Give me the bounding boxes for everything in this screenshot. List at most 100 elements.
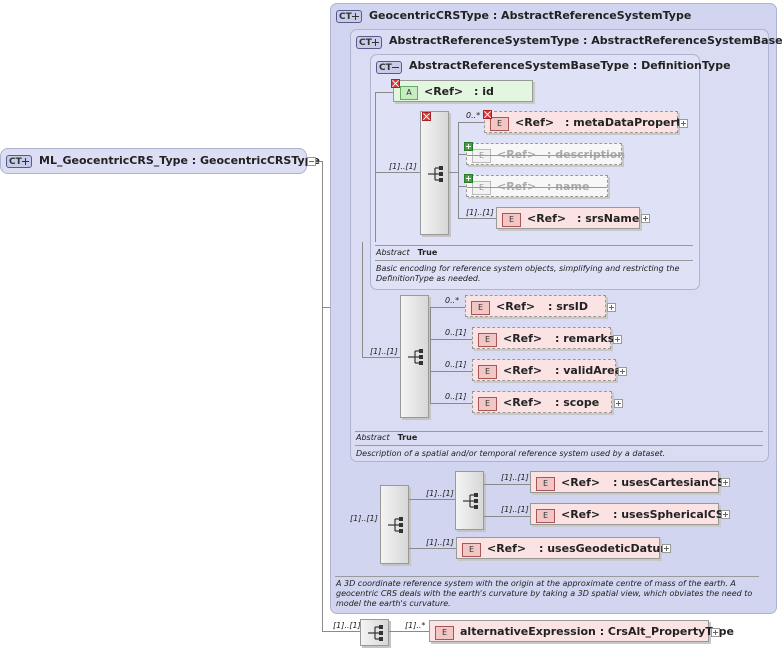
element-name: : srsName [577, 212, 640, 225]
connector [375, 92, 376, 242]
connector [430, 339, 472, 340]
connector [362, 357, 400, 358]
element-usescartesiancs[interactable]: E <Ref> : usesCartesianCS [530, 471, 725, 493]
prop-separator [355, 431, 763, 432]
connector [409, 499, 455, 500]
element-ref: <Ref> [496, 300, 536, 313]
complex-type-badge: CT [376, 61, 402, 74]
element-cardinality: [1]..[1] [501, 505, 529, 514]
element-validarea[interactable]: E <Ref> : validArea [472, 359, 622, 381]
added-icon [464, 142, 473, 151]
abstract-reference-system-base-type-title: AbstractReferenceSystemBaseType : Defini… [409, 59, 731, 72]
abstract-reference-system-type-doc: Description of a spatial and/or temporal… [356, 449, 666, 458]
element-cardinality: 0..* [466, 111, 481, 120]
element-badge: E [502, 213, 521, 227]
root-complex-type-box[interactable]: CT ML_GeocentricCRS_Type : GeocentricCRS… [0, 148, 320, 174]
strike-line [467, 155, 621, 156]
prop-separator [375, 245, 693, 246]
element-srsid[interactable]: E <Ref> : srsID [465, 295, 606, 317]
connector [389, 631, 429, 632]
sequence-compositor[interactable] [380, 485, 409, 564]
element-ref: <Ref> [487, 542, 527, 555]
prohibited-icon [391, 79, 400, 88]
element-alternativeexpression[interactable]: E alternativeExpression : CrsAlt_Propert… [429, 620, 734, 642]
element-usessphericalcs[interactable]: E <Ref> : usesSphericalCS [530, 503, 724, 525]
element-cardinality: [1]..* [405, 621, 426, 630]
expand-toggle[interactable] [662, 544, 671, 553]
element-ref: <Ref> [515, 116, 555, 129]
choice-cardinality: [1]..[1] [426, 489, 454, 498]
collapse-toggle[interactable] [307, 157, 316, 166]
element-srsname[interactable]: E <Ref> : srsName [496, 207, 640, 229]
attribute-badge: A [400, 86, 418, 100]
root-type-name: ML_GeocentricCRS_Type : GeocentricCRSTyp… [39, 154, 321, 167]
connector [362, 242, 363, 357]
sequence-compositor[interactable] [420, 111, 449, 235]
element-description[interactable]: E <Ref> : description [466, 143, 625, 165]
abstract-reference-system-base-type-doc: Basic encoding for reference system obje… [376, 264, 680, 283]
element-badge: E [435, 626, 454, 640]
sequence-cardinality: [1]..[1] [389, 162, 417, 171]
element-name[interactable]: E <Ref> : name [466, 175, 608, 197]
element-ref: <Ref> [527, 212, 567, 225]
expand-toggle[interactable] [613, 335, 622, 344]
connector [458, 122, 484, 123]
geocentric-crs-type-title: GeocentricCRSType : AbstractReferenceSys… [369, 9, 692, 22]
element-name: : srsID [548, 300, 588, 313]
expand-toggle[interactable] [607, 303, 616, 312]
sequence-icon [388, 517, 403, 533]
element-cardinality: [1]..[1] [466, 208, 494, 217]
element-ref: <Ref> [561, 476, 601, 489]
sequence-icon [368, 625, 383, 641]
element-usesgeodeticdatum[interactable]: E <Ref> : usesGeodeticDatum [456, 537, 672, 559]
element-ref: <Ref> [503, 332, 543, 345]
expand-toggle[interactable] [721, 510, 730, 519]
element-cardinality: 0..* [445, 296, 460, 305]
expand-toggle[interactable] [711, 628, 720, 637]
element-metadataproperty[interactable]: E <Ref> : metaDataProperty [484, 111, 688, 133]
sequence-cardinality: [1]..[1] [370, 347, 398, 356]
attribute-id[interactable]: A <Ref> : id [393, 80, 533, 102]
sequence-icon [428, 166, 443, 182]
element-cardinality: [1]..[1] [501, 473, 529, 482]
abstract-reference-system-type-title: AbstractReferenceSystemType : AbstractRe… [389, 34, 782, 47]
element-cardinality: 0..[1] [445, 360, 467, 369]
prohibited-icon [483, 110, 492, 119]
connector [449, 172, 458, 173]
expand-toggle[interactable] [614, 399, 623, 408]
element-cardinality: 0..[1] [445, 328, 467, 337]
connector [458, 122, 459, 218]
connector [458, 154, 466, 155]
element-badge: E [536, 509, 555, 523]
sequence-compositor[interactable] [360, 619, 389, 646]
connector [375, 172, 420, 173]
element-ref: <Ref> [497, 148, 537, 161]
element-name-label: : name [547, 180, 590, 193]
sequence-compositor[interactable] [455, 471, 484, 530]
element-scope[interactable]: E <Ref> : scope [472, 391, 612, 413]
element-ref: <Ref> [503, 364, 543, 377]
connector [484, 516, 530, 517]
doc-separator [355, 445, 763, 446]
connector [484, 484, 530, 485]
element-remarks[interactable]: E <Ref> : remarks [472, 327, 614, 349]
connector [458, 218, 496, 219]
geocentric-crs-type-doc: A 3D coordinate reference system with th… [336, 579, 753, 608]
sequence-compositor[interactable] [400, 295, 429, 418]
attribute-ref: <Ref> [424, 85, 464, 98]
element-name: alternativeExpression : CrsAlt_PropertyT… [460, 625, 734, 638]
prohibited-icon [422, 112, 431, 121]
element-badge: E [490, 117, 509, 131]
expand-toggle[interactable] [618, 367, 627, 376]
element-badge: E [478, 365, 497, 379]
expand-toggle[interactable] [641, 214, 650, 223]
expand-toggle[interactable] [679, 119, 688, 128]
connector [430, 307, 465, 308]
element-cardinality: 0..[1] [445, 392, 467, 401]
connector [375, 92, 393, 93]
connector [430, 403, 472, 404]
expand-toggle[interactable] [721, 478, 730, 487]
doc-separator [335, 576, 759, 577]
